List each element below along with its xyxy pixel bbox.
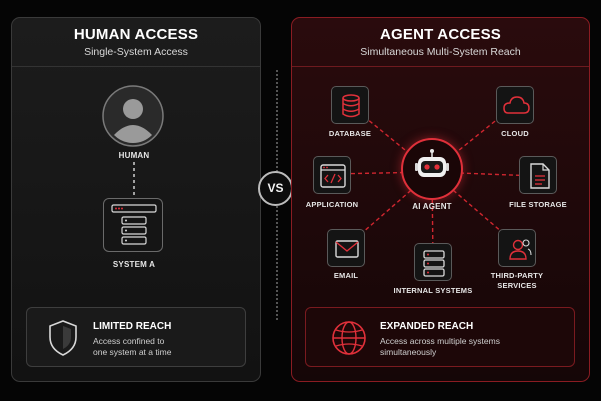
third-party-services-node	[498, 229, 536, 267]
human-panel-header: HUMAN ACCESS Single-System Access	[12, 18, 260, 67]
limited-reach-box: LIMITED REACH Access confined to one sys…	[26, 307, 246, 367]
agent-panel-subtitle: Simultaneous Multi-System Reach	[360, 46, 521, 58]
users-icon	[509, 239, 532, 260]
agent-panel-title: AGENT ACCESS	[379, 26, 502, 43]
cloud-label: CLOUD	[501, 129, 529, 138]
system-a-label: SYSTEM A	[112, 260, 156, 269]
file-storage-node	[519, 156, 557, 194]
internal-systems-node	[414, 243, 452, 281]
robot-icon	[415, 149, 449, 177]
server-icon	[423, 250, 445, 277]
code-window-icon	[320, 164, 346, 188]
limited-reach-desc-line1: Access confined to	[93, 336, 165, 346]
shield-icon	[49, 320, 77, 356]
expanded-reach-title: EXPANDED REACH	[380, 321, 474, 332]
application-label: APPLICATION	[305, 200, 359, 209]
internal-systems-label: INTERNAL SYSTEMS	[393, 286, 473, 295]
third-party-label-line2: SERVICES	[497, 281, 537, 290]
database-node	[331, 86, 369, 124]
application-node	[313, 156, 351, 194]
server-icon	[111, 204, 157, 245]
third-party-label-line1: THIRD-PARTY	[490, 271, 544, 280]
ai-agent-label: AI AGENT	[412, 202, 452, 211]
expanded-reach-desc-line1: Access across multiple systems	[380, 336, 500, 346]
email-label: EMAIL	[333, 271, 359, 280]
expanded-reach-box: EXPANDED REACH Access across multiple sy…	[305, 307, 575, 367]
database-label: DATABASE	[328, 129, 372, 138]
human-panel-subtitle: Single-System Access	[84, 46, 188, 58]
globe-icon	[332, 321, 366, 355]
database-icon	[342, 94, 360, 118]
expanded-reach-desc-line2: simultaneously	[380, 347, 437, 357]
system-a-node	[103, 198, 163, 252]
user-icon	[102, 85, 164, 147]
ai-agent-node	[401, 138, 463, 200]
email-icon	[335, 240, 359, 258]
limited-reach-desc-line2: one system at a time	[93, 347, 172, 357]
human-panel-title: HUMAN ACCESS	[73, 26, 199, 43]
file-icon	[530, 163, 550, 189]
limited-reach-title: LIMITED REACH	[93, 321, 172, 332]
cloud-icon	[503, 96, 530, 114]
human-label: HUMAN	[118, 151, 150, 160]
agent-panel-header: AGENT ACCESS Simultaneous Multi-System R…	[292, 18, 589, 67]
file-storage-label: FILE STORAGE	[509, 200, 567, 209]
email-node	[327, 229, 365, 267]
cloud-node	[496, 86, 534, 124]
